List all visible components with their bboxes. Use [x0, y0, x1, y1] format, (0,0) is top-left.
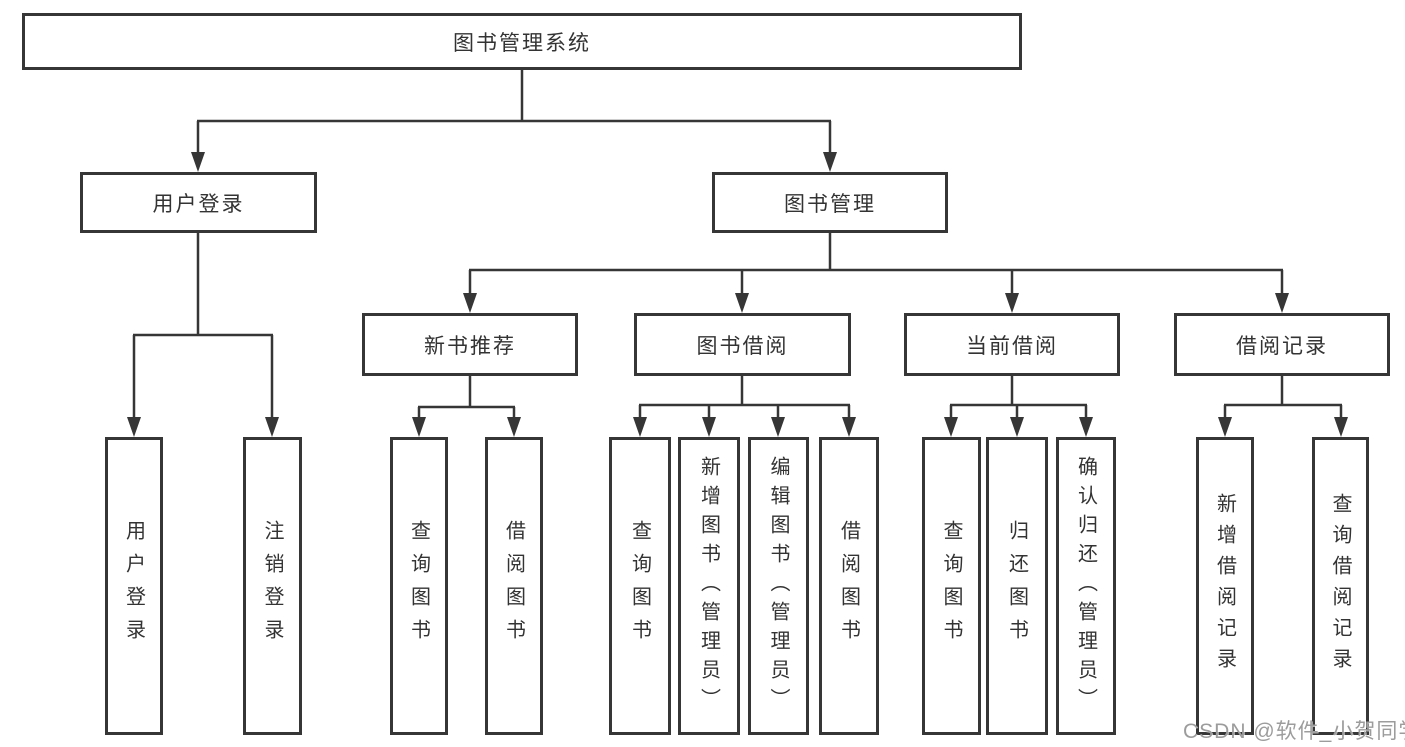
watermark: CSDN @软件_小贺同学 — [1183, 720, 1405, 743]
leaf-query-books-current: 查询图书 — [922, 437, 981, 735]
leaf-add-borrow-record: 新增借阅记录 — [1196, 437, 1254, 735]
leaf-query-books-borrow: 查询图书 — [609, 437, 671, 735]
leaf-user-login: 用户登录 — [105, 437, 163, 735]
node-new-book-recommend: 新书推荐 — [362, 313, 578, 376]
leaf-query-books-recommend: 查询图书 — [390, 437, 448, 735]
leaf-query-borrow-record: 查询借阅记录 — [1312, 437, 1369, 735]
leaf-borrow-books: 借阅图书 — [819, 437, 879, 735]
leaf-add-books-admin: 新增图书（管理员） — [678, 437, 740, 735]
node-book-management: 图书管理 — [712, 172, 948, 233]
leaf-borrow-books-recommend: 借阅图书 — [485, 437, 543, 735]
leaf-confirm-return-admin: 确认归还（管理员） — [1056, 437, 1116, 735]
leaf-return-books: 归还图书 — [986, 437, 1048, 735]
node-borrow-records: 借阅记录 — [1174, 313, 1390, 376]
node-library-system: 图书管理系统 — [22, 13, 1022, 70]
leaf-edit-books-admin: 编辑图书（管理员） — [748, 437, 809, 735]
node-book-borrow: 图书借阅 — [634, 313, 851, 376]
node-current-borrow: 当前借阅 — [904, 313, 1120, 376]
node-user-login: 用户登录 — [80, 172, 317, 233]
leaf-logout: 注销登录 — [243, 437, 302, 735]
